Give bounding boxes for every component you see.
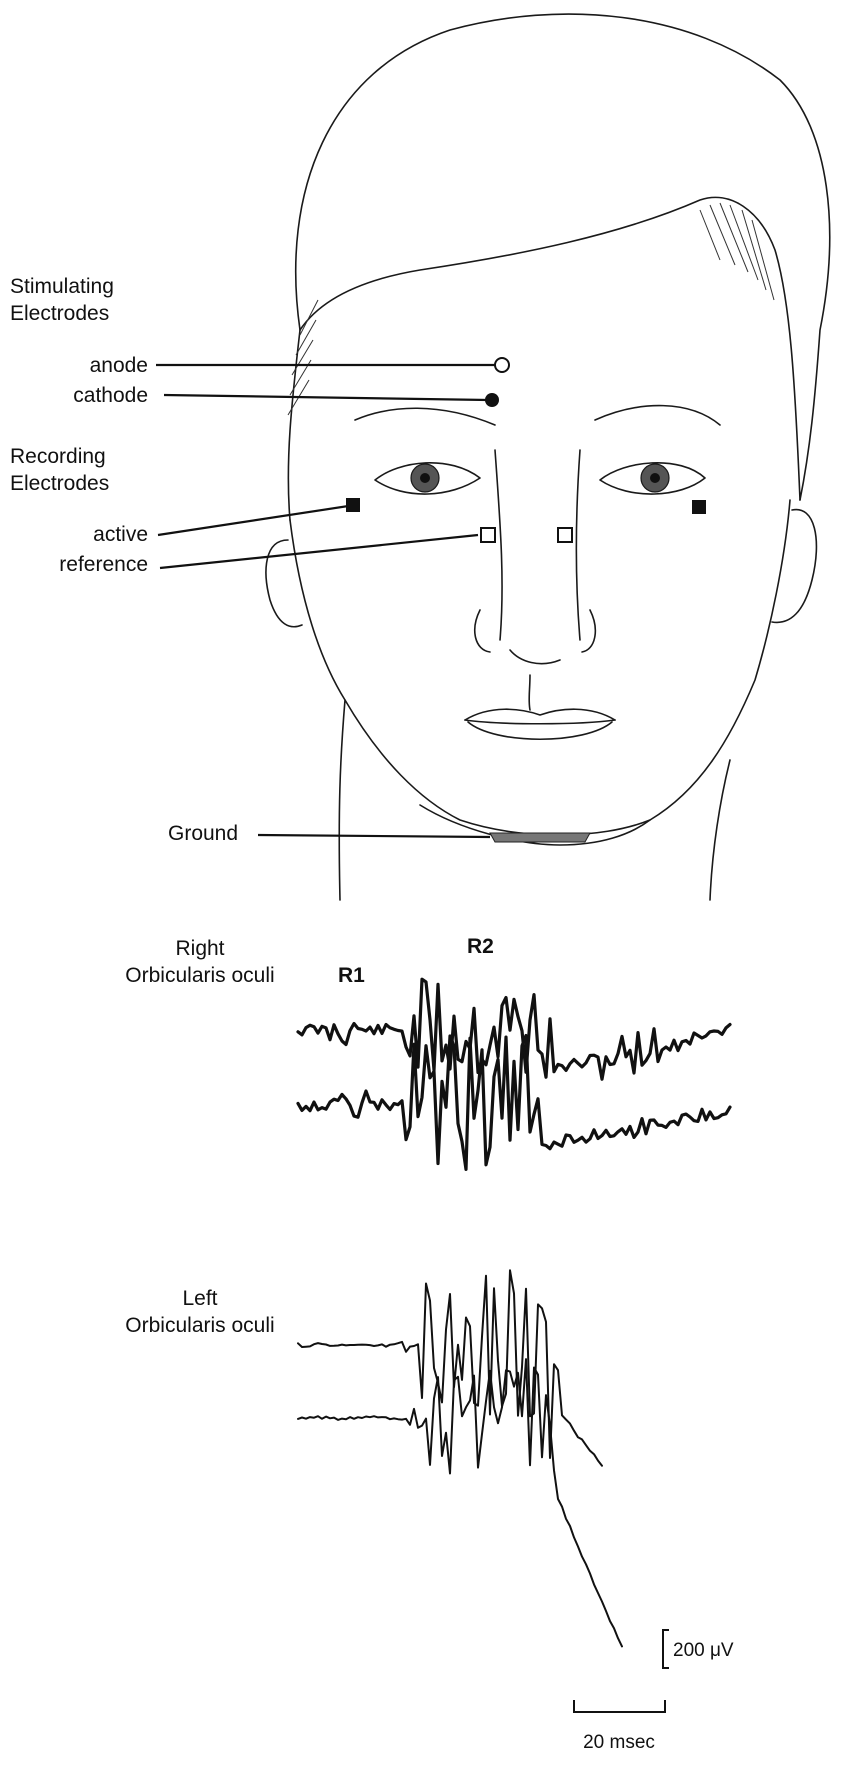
active-leader: [158, 505, 355, 535]
time-scale-bar: [574, 1700, 665, 1712]
active-electrode-left: [692, 500, 706, 514]
right-trace-2: [298, 1036, 730, 1170]
anode-label: anode: [90, 354, 148, 377]
amplitude-scale-label: 200 μV: [673, 1640, 734, 1661]
electrode-labels: Stimulating Electrodes anode cathode Rec…: [10, 275, 238, 845]
reference-leader: [160, 535, 478, 568]
anode-electrode: [495, 358, 509, 372]
active-label: active: [93, 523, 148, 546]
r2-label: R2: [467, 935, 494, 958]
face-illustration: [266, 14, 830, 900]
amplitude-scale-bar: [663, 1630, 669, 1668]
electrodes: [346, 358, 706, 542]
reference-electrode-left: [558, 528, 572, 542]
ground-electrode: [490, 833, 590, 842]
emg-traces: [298, 979, 730, 1646]
active-electrode-right: [346, 498, 360, 512]
reference-label: reference: [59, 553, 148, 576]
left-trace-2: [298, 1359, 622, 1646]
ground-label: Ground: [168, 822, 238, 845]
r1-label: R1: [338, 964, 365, 987]
ground-leader: [258, 835, 490, 837]
leader-lines: [156, 365, 495, 837]
time-scale-label: 20 msec: [583, 1732, 655, 1753]
reference-electrode-right: [481, 528, 495, 542]
stimulating-electrodes-title-2: Electrodes: [10, 302, 109, 325]
cathode-label: cathode: [73, 384, 148, 407]
left-title: Left: [182, 1287, 217, 1310]
scale-bars: 200 μV 20 msec: [574, 1630, 734, 1753]
stimulating-electrodes-title: Stimulating: [10, 275, 114, 298]
left-trace-1: [298, 1270, 602, 1465]
left-muscle-title: Orbicularis oculi: [125, 1314, 274, 1337]
right-title: Right: [175, 937, 224, 960]
cathode-leader: [164, 395, 488, 400]
recording-electrodes-title: Recording: [10, 445, 106, 468]
recording-electrodes-title-2: Electrodes: [10, 472, 109, 495]
right-muscle-title: Orbicularis oculi: [125, 964, 274, 987]
cathode-electrode: [485, 393, 499, 407]
